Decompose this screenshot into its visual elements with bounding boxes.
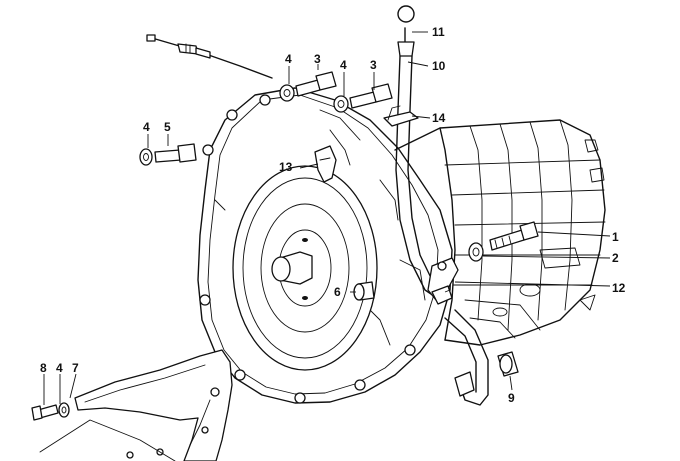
bracket-12 [427, 257, 459, 305]
washer-4-bottom [58, 402, 70, 418]
callout-2: 2 [612, 251, 619, 265]
callout-4-bottom: 4 [56, 361, 63, 375]
callout-labels: 1 2 12 4 3 4 3 4 5 6 7 8 4 9 10 11 13 14 [40, 25, 626, 405]
callout-1: 1 [612, 230, 619, 244]
gear-case [394, 119, 606, 346]
bolt-5 [154, 143, 197, 163]
callout-8: 8 [40, 361, 47, 375]
shift-cable [146, 34, 273, 79]
callout-10: 10 [432, 59, 446, 73]
callout-3-right: 3 [370, 58, 377, 72]
cover-plate-7 [39, 349, 233, 461]
bolt-8 [31, 404, 59, 421]
callout-4-mid: 4 [143, 120, 150, 134]
callout-3-left: 3 [314, 52, 321, 66]
callout-11: 11 [432, 25, 445, 39]
washer-4-mid [139, 148, 153, 166]
bell-housing [197, 87, 453, 404]
callout-6: 6 [334, 285, 341, 299]
bolt-3-right [349, 83, 393, 109]
leader-lines [43, 31, 611, 405]
bushing-6 [353, 281, 375, 301]
callout-9: 9 [508, 391, 515, 405]
callout-7: 7 [72, 361, 79, 375]
callout-4-left: 4 [285, 52, 292, 66]
torque-converter [232, 165, 378, 371]
callout-13: 13 [279, 160, 293, 174]
callout-4-right: 4 [340, 58, 347, 72]
bolt-3-left [295, 71, 337, 97]
bolt-1 [489, 221, 539, 251]
washer-4-left [279, 84, 295, 102]
callout-14: 14 [432, 111, 446, 125]
clip-13 [314, 145, 337, 183]
washer-4-right [333, 95, 349, 113]
washer-2 [468, 242, 484, 262]
grommet-9 [497, 351, 519, 377]
callout-12: 12 [612, 281, 626, 295]
callout-5: 5 [164, 120, 171, 134]
